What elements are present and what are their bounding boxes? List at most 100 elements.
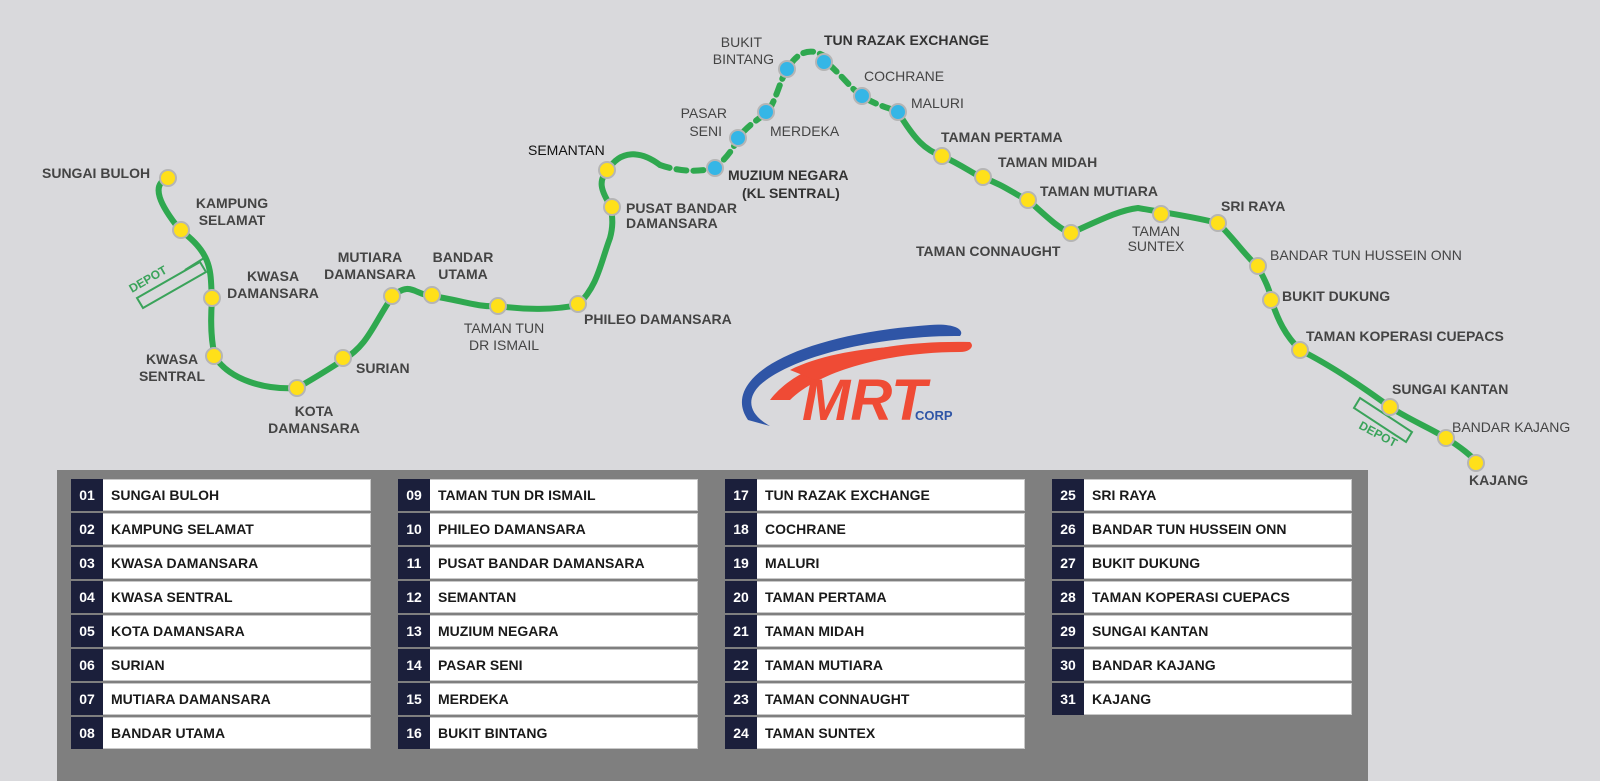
station-kota-damansara[interactable] [288,379,306,397]
station-number: 04 [71,581,103,613]
logo-suffix-text: CORP [915,408,953,423]
station-number: 20 [725,581,757,613]
station-number: 18 [725,513,757,545]
map-label-taman-pertama: TAMAN PERTAMA [941,129,1063,145]
station-number: 14 [398,649,430,681]
station-bukit-dukung[interactable] [1262,291,1280,309]
station-kampung-selamat[interactable] [172,221,190,239]
station-pasar-seni[interactable] [729,129,747,147]
station-merdeka[interactable] [757,103,775,121]
station-kajang[interactable] [1467,454,1485,472]
station-bukit-bintang[interactable] [778,60,796,78]
station-taman-connaught[interactable] [1062,224,1080,242]
station-bandar-tun-hussein-onn[interactable] [1249,257,1267,275]
station-bandar-utama[interactable] [423,286,441,304]
station-name: PHILEO DAMANSARA [430,513,698,545]
station-surian[interactable] [334,349,352,367]
station-muzium-negara[interactable] [706,159,724,177]
map-label-cochrane: COCHRANE [864,68,944,84]
station-number: 15 [398,683,430,715]
station-sri-raya[interactable] [1209,214,1227,232]
mrt-corp-logo: MRT CORP [741,324,972,433]
station-tun-razak-exchange[interactable] [815,53,833,71]
station-maluri[interactable] [889,103,907,121]
station-name: MUZIUM NEGARA [430,615,698,647]
station-name: SEMANTAN [430,581,698,613]
map-label-bandar-kajang: BANDAR KAJANG [1452,419,1570,435]
station-number: 26 [1052,513,1084,545]
station-mutiara-damansara[interactable] [383,287,401,305]
map-label-muzium-negara: MUZIUM NEGARA(KL SENTRAL) [728,167,849,201]
mrt-line-map: MRT CORP DEPOT DEPOT [42,32,1570,488]
map-label-taman-connaught: TAMAN CONNAUGHT [916,243,1061,259]
station-taman-midah[interactable] [974,168,992,186]
station-name: KAMPUNG SELAMAT [103,513,371,545]
station-kwasa-damansara[interactable] [203,289,221,307]
station-kwasa-sentral[interactable] [205,347,223,365]
station-bandar-kajang[interactable] [1437,429,1455,447]
station-number: 24 [725,717,757,749]
station-taman-mutiara[interactable] [1019,191,1037,209]
station-name: BANDAR KAJANG [1084,649,1352,681]
station-number: 05 [71,615,103,647]
station-phileo-damansara[interactable] [569,295,587,313]
station-sungai-kantan[interactable] [1381,398,1399,416]
station-name: BANDAR TUN HUSSEIN ONN [1084,513,1352,545]
station-taman-koperasi-cuepacs[interactable] [1291,341,1309,359]
station-name: SUNGAI KANTAN [1084,615,1352,647]
station-name: BUKIT DUKUNG [1084,547,1352,579]
station-name: BANDAR UTAMA [103,717,371,749]
station-taman-suntex[interactable] [1152,205,1170,223]
map-label-tun-razak-exchange: TUN RAZAK EXCHANGE [824,32,989,48]
station-taman-pertama[interactable] [933,147,951,165]
station-taman-tun-dr-ismail[interactable] [489,297,507,315]
map-label-taman-mutiara: TAMAN MUTIARA [1040,183,1158,199]
station-number: 06 [71,649,103,681]
station-pusat-bandar-damansara[interactable] [603,198,621,216]
station-name: MALURI [757,547,1025,579]
station-number: 08 [71,717,103,749]
station-name: MERDEKA [430,683,698,715]
station-number: 29 [1052,615,1084,647]
station-semantan[interactable] [598,161,616,179]
station-number: 22 [725,649,757,681]
map-label-sri-raya: SRI RAYA [1221,198,1285,214]
station-cochrane[interactable] [853,87,871,105]
station-sungai-buloh[interactable] [159,169,177,187]
